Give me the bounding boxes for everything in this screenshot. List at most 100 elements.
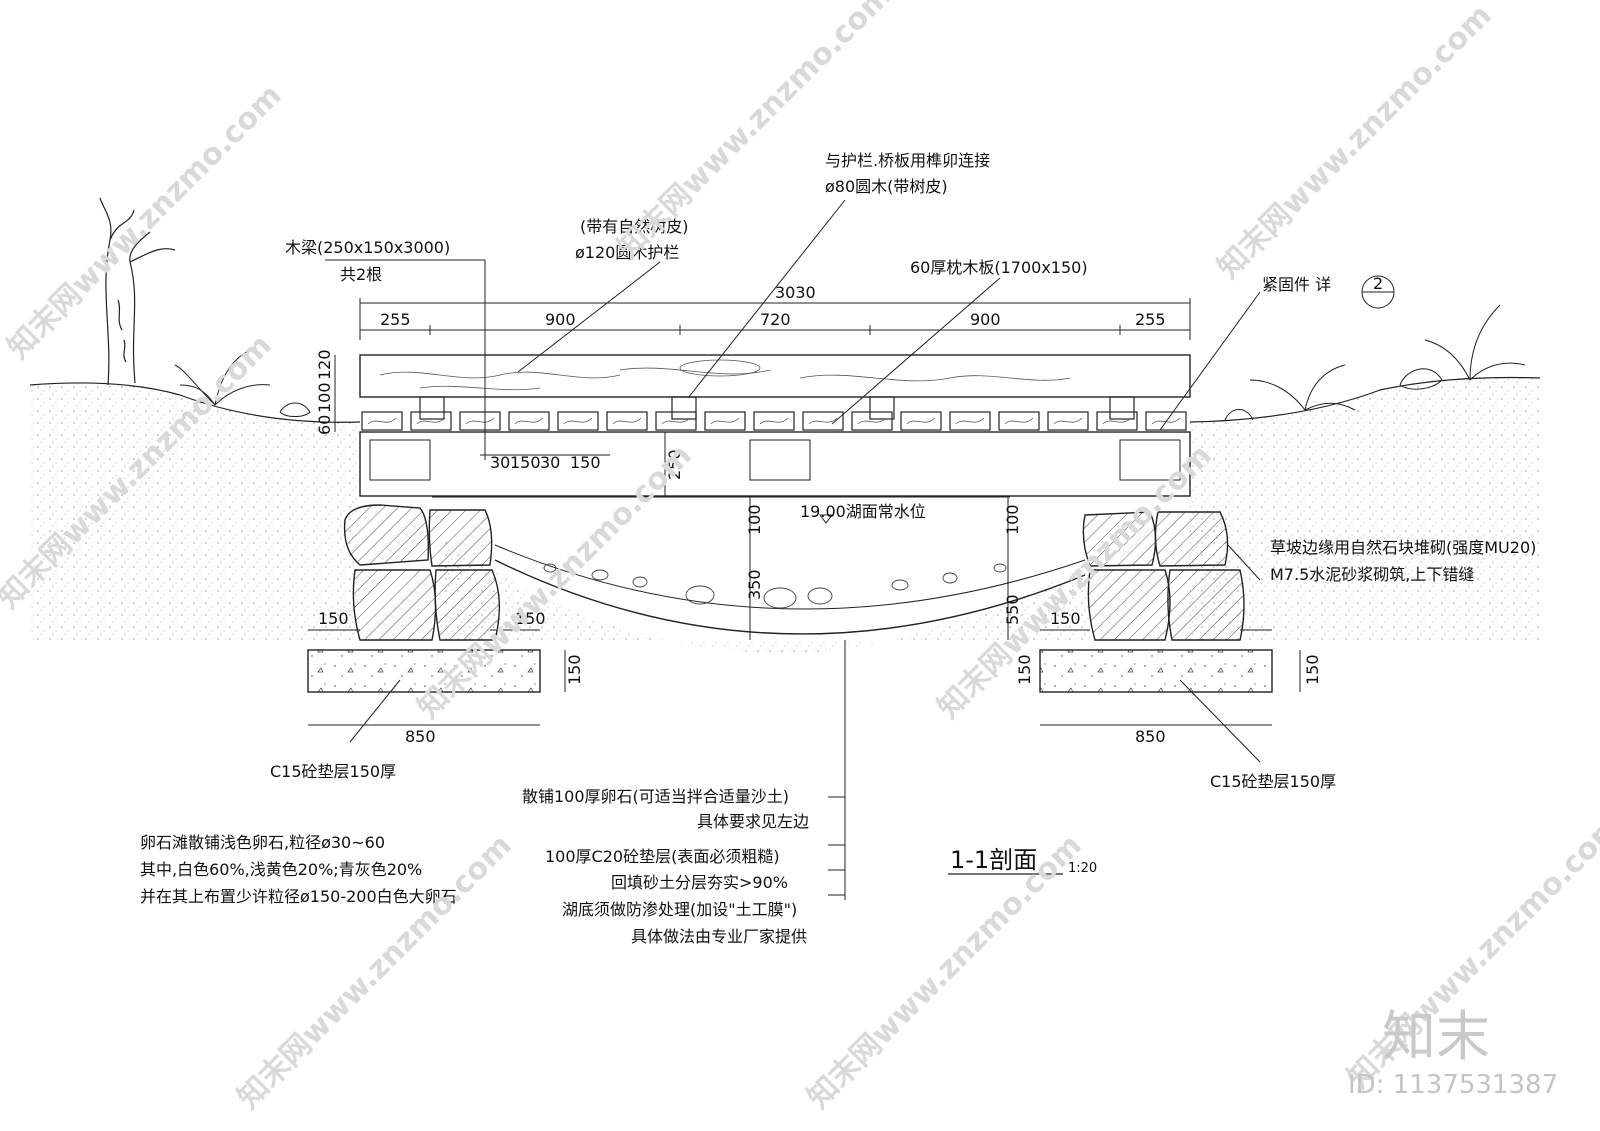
label-beam: 木梁(250x150x3000): [285, 238, 450, 257]
label-beam-count: 共2根: [340, 265, 382, 284]
label-seepage-2: 具体做法由专业厂家提供: [631, 927, 807, 946]
dim-footing-150-left: 150: [318, 609, 349, 628]
plank-grain: [563, 417, 593, 425]
plank-section: [1145, 411, 1187, 431]
dim-total: 3030: [775, 283, 816, 302]
ground-soil: [29, 376, 1541, 653]
dim-seg4: 900: [970, 310, 1001, 329]
label-fastener: 紧固件 详: [1262, 275, 1331, 294]
label-seepage-1: 湖底须做防渗处理(加设"土工膜"): [562, 900, 797, 919]
plank-section: [606, 411, 648, 431]
label-water-level: 19.00湖面常水位: [800, 502, 926, 521]
dim-footing-150-right: 150: [1050, 609, 1081, 628]
plank-grain: [612, 417, 642, 425]
log-railing: [359, 354, 1191, 398]
watermark-8: 知末网www.znzmo.com: [801, 828, 1089, 1116]
dim-h120: 120: [315, 349, 334, 380]
plank-section: [655, 411, 697, 431]
dim-150b: 150: [570, 453, 601, 472]
note-line-2: 其中,白色60%,浅黄色20%;青灰色20%: [140, 860, 422, 879]
dim-550: 550: [1003, 594, 1022, 625]
dim-30b: 30: [540, 453, 560, 472]
plank-grain: [661, 417, 691, 425]
plank-section: [704, 411, 746, 431]
plank-grain: [1102, 417, 1132, 425]
plank-grain: [1004, 417, 1034, 425]
plant-illustrations: [174, 304, 1526, 421]
label-c15-right: C15砼垫层150厚: [1210, 772, 1336, 791]
title-main: 1-1剖面: [950, 846, 1037, 874]
note-line-3: 并在其上布置少许粒径ø150-200白色大卵石: [140, 887, 457, 906]
label-backfill: 回填砂土分层夯实>90%: [611, 873, 788, 892]
dim-h100: 100: [315, 382, 334, 413]
watermark-1: 知末网www.znzmo.com: [1, 78, 289, 366]
label-plank: 60厚枕木板(1700x150): [910, 258, 1088, 277]
dim-seg2: 900: [545, 310, 576, 329]
label-rail: ø120圆木护栏: [575, 243, 679, 262]
plank-grain: [906, 417, 936, 425]
label-c15-left: C15砼垫层150厚: [270, 762, 396, 781]
plank-grain: [465, 417, 495, 425]
dim-footing-850-right: 850: [1135, 727, 1166, 746]
plank-grain: [367, 417, 397, 425]
plank-grain: [1053, 417, 1083, 425]
label-stone-1: 草坡边缘用自然石块堆砌(强度MU20): [1270, 538, 1536, 557]
plank-section: [949, 411, 991, 431]
dim-250: 250: [665, 449, 684, 480]
plank-section: [753, 411, 795, 431]
label-stone-2: M7.5水泥砂浆砌筑,上下错缝: [1270, 565, 1474, 584]
dim-150a: 150: [510, 453, 541, 472]
wood-beam: [359, 431, 1191, 497]
plank-section: [459, 411, 501, 431]
dim-100-right: 100: [1003, 504, 1022, 535]
label-fastener-num: 2: [1373, 274, 1383, 293]
leader-lines: [325, 199, 1261, 900]
dim-30a: 30: [490, 453, 510, 472]
plank-section: [361, 411, 403, 431]
title-scale: 1:20: [1068, 861, 1097, 876]
plank-grain: [416, 417, 446, 425]
plank-section: [508, 411, 550, 431]
plank-row: [361, 411, 1187, 431]
plank-grain: [759, 417, 789, 425]
plank-section: [998, 411, 1040, 431]
label-post-joint: 与护栏.桥板用榫卯连接: [825, 151, 990, 170]
note-line-1: 卵石滩散铺浅色卵石,粒径ø30~60: [140, 833, 385, 852]
brand-logo: 知末: [1382, 1005, 1490, 1068]
plank-grain: [857, 417, 887, 425]
image-id: ID: 1137531387: [1348, 1070, 1558, 1100]
annotation-labels: 木梁(250x150x3000) 共2根 (带有自然树皮) ø120圆木护栏 与…: [140, 151, 1536, 946]
plank-section: [410, 411, 452, 431]
plank-section: [900, 411, 942, 431]
plank-grain: [1151, 417, 1181, 425]
plank-section: [557, 411, 599, 431]
plank-section: [1096, 411, 1138, 431]
tree-illustration: [99, 197, 176, 386]
dim-seg1: 255: [380, 310, 411, 329]
dim-h60: 60: [315, 415, 334, 435]
dim-footing-150-right-v: 150: [1015, 654, 1034, 685]
label-pebble-1: 散铺100厚卵石(可适当拌合适量沙土): [522, 787, 789, 806]
dim-seg3: 720: [760, 310, 791, 329]
label-pebble-2: 具体要求见左边: [697, 812, 809, 831]
watermark-3: 知末网www.znzmo.com: [1211, 0, 1499, 286]
concrete-footings: [307, 649, 1273, 693]
dim-footing-150-right-v2: 150: [1303, 654, 1322, 685]
plank-section: [851, 411, 893, 431]
dim-footing-150-left2: 150: [515, 609, 546, 628]
plank-grain: [710, 417, 740, 425]
plank-section: [1047, 411, 1089, 431]
posts: [419, 396, 1135, 420]
plank-section: [802, 411, 844, 431]
dim-350: 350: [745, 569, 764, 600]
stone-masonry: [343, 504, 1245, 641]
pebble-bed: [494, 544, 1086, 635]
dim-seg5: 255: [1135, 310, 1166, 329]
dim-100-left: 100: [745, 504, 764, 535]
dim-footing-150-left-v: 150: [565, 654, 584, 685]
plank-grain: [514, 417, 544, 425]
plank-grain: [808, 417, 838, 425]
section-title: 1-1剖面 1:20: [948, 846, 1097, 876]
label-post: ø80圆木(带树皮): [825, 177, 948, 196]
dimension-texts: 3030 255 900 720 900 255 120 100 60 30 1…: [315, 283, 1322, 746]
